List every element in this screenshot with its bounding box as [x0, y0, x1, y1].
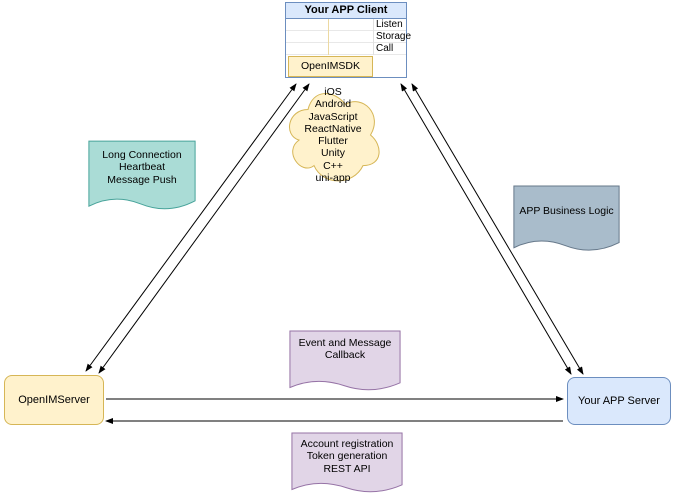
platforms-cloud[interactable]: iOS Android JavaScript ReactNative Flutt…	[283, 84, 383, 186]
openimserver-node[interactable]: OpenIMServer	[4, 375, 104, 425]
note-event-callback[interactable]: Event and Message Callback	[289, 330, 401, 396]
edge-client-appserver-2	[411, 83, 584, 375]
client-port-label-call: Call	[376, 43, 394, 54]
note-app-business-logic[interactable]: APP Business Logic	[513, 185, 620, 257]
client-port-label-storage: Storage	[376, 31, 412, 42]
note-account-registration-text: Account registration Token generation RE…	[300, 438, 394, 475]
your-app-client-box[interactable]: Your APP Client Listen Storage Call Open…	[285, 2, 411, 78]
openimsdk-box[interactable]: OpenIMSDK	[288, 56, 373, 77]
note-long-connection-text: Long Connection Heartbeat Message Push	[102, 149, 182, 186]
client-port-labels: Listen Storage Call	[376, 19, 411, 55]
your-app-server-node[interactable]: Your APP Server	[567, 377, 671, 425]
client-port-row	[286, 19, 406, 31]
client-port-row	[286, 31, 406, 43]
note-long-connection[interactable]: Long Connection Heartbeat Message Push	[88, 140, 196, 216]
client-port-label-listen: Listen	[376, 19, 403, 30]
client-port-table	[286, 19, 406, 55]
note-shape	[289, 330, 401, 396]
cloud-shape	[283, 84, 383, 186]
note-shape	[513, 185, 620, 257]
client-table-divider	[373, 19, 374, 55]
note-event-callback-text: Event and Message Callback	[298, 337, 392, 362]
edge-client-openimserver-1	[85, 83, 297, 372]
client-port-row	[286, 43, 406, 55]
edge-client-openimserver-2	[98, 83, 310, 374]
note-account-registration[interactable]: Account registration Token generation RE…	[291, 432, 403, 498]
client-title: Your APP Client	[286, 3, 406, 19]
note-app-business-logic-text: APP Business Logic	[519, 205, 614, 217]
client-table-divider	[328, 19, 329, 55]
note-shape	[291, 432, 403, 498]
platforms-list: iOS Android JavaScript ReactNative Flutt…	[304, 86, 362, 185]
note-shape	[88, 140, 196, 216]
